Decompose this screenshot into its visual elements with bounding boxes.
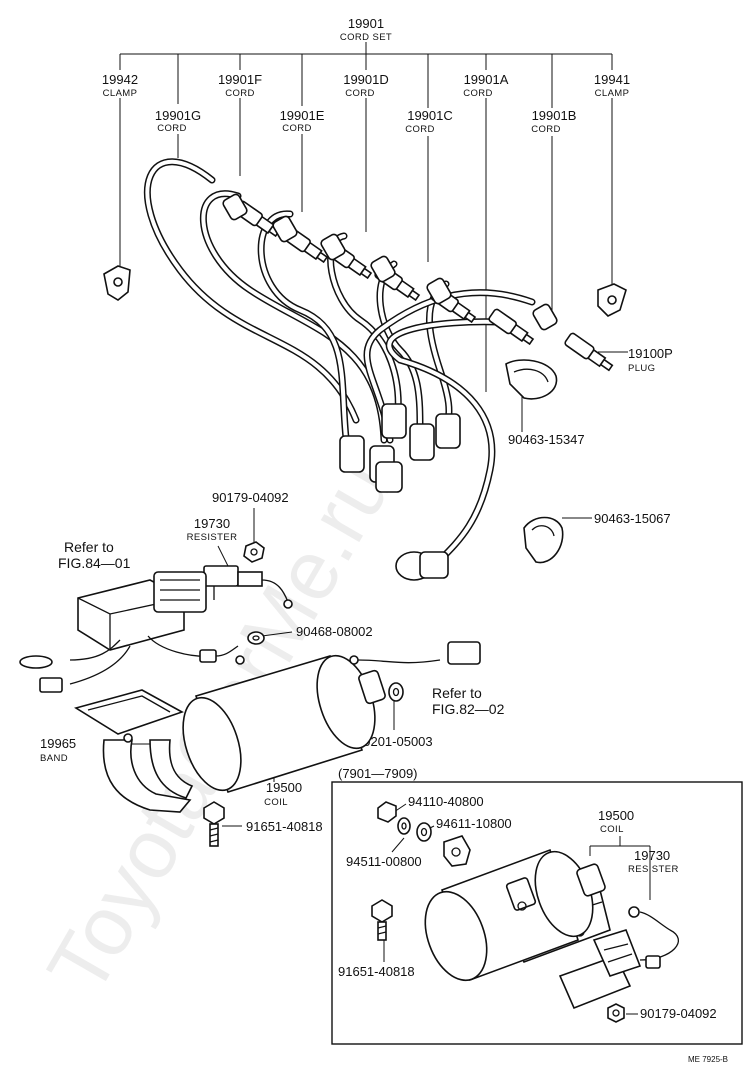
inset-bolt-91651-40818 bbox=[371, 899, 393, 941]
label-coil-sub: COIL bbox=[264, 797, 288, 808]
clamp-19942 bbox=[103, 265, 131, 301]
resister-19730 bbox=[203, 565, 293, 609]
inset-label-nut-40800: 94110-40800 bbox=[408, 794, 484, 809]
label-cord-f-sub: CORD bbox=[225, 88, 255, 99]
inset-resister-19730 bbox=[558, 906, 680, 1010]
footer-code: ME 7925-B bbox=[688, 1055, 728, 1064]
label-cord-d-sub: CORD bbox=[345, 88, 375, 99]
label-resister-pn: 19730 bbox=[194, 516, 230, 531]
inset-label-resister-pn: 19730 bbox=[634, 848, 670, 863]
label-ref-82-line1: Refer to bbox=[432, 685, 482, 701]
label-clamp-right-sub: CLAMP bbox=[595, 88, 630, 99]
inset-label-coil-sub: COIL bbox=[600, 824, 624, 835]
leader-lines bbox=[119, 98, 628, 827]
inset-7901-7909: (7901—7909) 94110-40800 94611-10800 9451… bbox=[331, 766, 743, 1045]
inset-label-resister-sub: RESISTER bbox=[628, 864, 679, 875]
label-clamp-left-pn: 19942 bbox=[102, 72, 138, 87]
inset-label-washer-10800: 94611-10800 bbox=[436, 816, 512, 831]
label-cord-a-sub: CORD bbox=[463, 88, 493, 99]
ignition-coil-19500 bbox=[182, 641, 481, 793]
inset-label-bolt-40818: 91651-40818 bbox=[338, 964, 415, 979]
cord-set-bracket bbox=[119, 42, 613, 108]
label-cord-f-pn: 19901F bbox=[218, 72, 262, 87]
label-band-pn: 19965 bbox=[40, 736, 76, 751]
label-resister-sub: RESISTER bbox=[187, 532, 238, 543]
label-cord-d-pn: 19901D bbox=[343, 72, 389, 87]
distributor-boots bbox=[339, 403, 461, 581]
label-plug-pn: 19100P bbox=[628, 346, 673, 361]
spark-plug-19100p bbox=[564, 332, 614, 372]
label-clip-15347: 90463-15347 bbox=[508, 432, 585, 447]
inset-label-coil-pn: 19500 bbox=[598, 808, 634, 823]
inset-washer-94511-00800 bbox=[397, 817, 411, 835]
label-cord-set-pn: 19901 bbox=[348, 16, 384, 31]
label-ref-84-line2: FIG.84—01 bbox=[58, 555, 131, 571]
label-cord-e-pn: 19901E bbox=[280, 108, 325, 123]
label-cord-b-pn: 19901B bbox=[532, 108, 577, 123]
inset-washer-94611-10800 bbox=[416, 822, 432, 842]
bolt-91651-40818 bbox=[203, 801, 225, 847]
nut-90179-04092 bbox=[243, 541, 265, 563]
plug-caps bbox=[222, 193, 558, 331]
label-nut-04092: 90179-04092 bbox=[212, 490, 289, 505]
inset-nut-94110-40800 bbox=[377, 801, 397, 823]
label-plug-sub: PLUG bbox=[628, 363, 655, 374]
label-cord-c-pn: 19901C bbox=[407, 108, 453, 123]
inset-label-washer-00800: 94511-00800 bbox=[346, 854, 422, 869]
label-washer-05003: 90201-05003 bbox=[356, 734, 433, 749]
label-washer-08002: 90468-08002 bbox=[296, 624, 373, 639]
label-clip-15067: 90463-15067 bbox=[594, 511, 671, 526]
label-ref-82-line2: FIG.82—02 bbox=[432, 701, 505, 717]
washer-90201-05003 bbox=[388, 682, 404, 702]
washer-90468-08002 bbox=[247, 631, 265, 645]
label-cord-e-sub: CORD bbox=[282, 123, 312, 134]
clip-90463-15347 bbox=[505, 359, 558, 400]
label-cord-g-sub: CORD bbox=[157, 123, 187, 134]
label-bolt-40818: 91651-40818 bbox=[246, 819, 323, 834]
clip-90463-15067 bbox=[523, 516, 564, 564]
clamp-19941 bbox=[597, 283, 627, 317]
label-cord-set-sub: CORD SET bbox=[340, 32, 392, 43]
label-coil-pn: 19500 bbox=[266, 780, 302, 795]
inset-title: (7901—7909) bbox=[338, 766, 418, 781]
spark-plug bbox=[488, 308, 535, 346]
label-cord-g-pn: 19901G bbox=[155, 108, 201, 123]
label-cord-a-pn: 19901A bbox=[464, 72, 509, 87]
label-cord-c-sub: CORD bbox=[405, 124, 435, 135]
igniter-box bbox=[19, 571, 245, 693]
inset-coil-19500 bbox=[424, 848, 606, 982]
label-cord-b-sub: CORD bbox=[531, 124, 561, 135]
band-19965 bbox=[74, 689, 194, 813]
label-clamp-left-sub: CLAMP bbox=[103, 88, 138, 99]
label-clamp-right-pn: 19941 bbox=[594, 72, 630, 87]
label-band-sub: BAND bbox=[40, 753, 68, 764]
label-ref-84-line1: Refer to bbox=[64, 539, 114, 555]
inset-nut-90179-04092 bbox=[607, 1003, 625, 1023]
inset-label-nut-04092: 90179-04092 bbox=[640, 1006, 717, 1021]
